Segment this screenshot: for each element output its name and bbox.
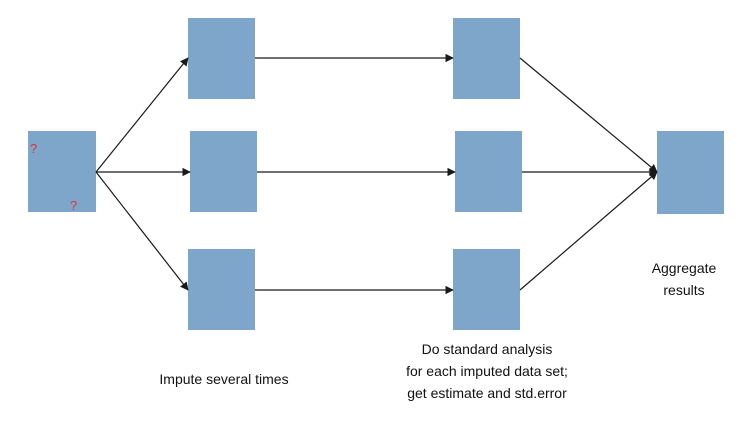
arrow-impute-1 bbox=[95, 57, 189, 173]
analysis-caption-line-2: for each imputed data set; bbox=[406, 363, 568, 379]
missing-value-mark-1: ? bbox=[30, 141, 37, 156]
aggregate-caption: Aggregate results bbox=[632, 257, 736, 301]
aggregate-caption-line-1: Aggregate bbox=[651, 260, 717, 276]
analysis-result-box-2 bbox=[455, 131, 522, 212]
arrow-aggregate-1 bbox=[519, 57, 658, 173]
analysis-caption-line-1: Do standard analysis bbox=[421, 341, 553, 357]
arrow-aggregate-3 bbox=[519, 171, 658, 291]
missing-value-mark-2: ? bbox=[70, 198, 77, 213]
incomplete-dataset-box bbox=[28, 131, 96, 212]
analysis-caption-line-3: get estimate and std.error bbox=[407, 385, 567, 401]
aggregate-caption-line-2: results bbox=[663, 282, 705, 298]
imputed-dataset-box-1 bbox=[188, 18, 255, 99]
arrow-impute-3 bbox=[95, 171, 189, 291]
imputed-dataset-box-3 bbox=[188, 249, 255, 330]
analysis-caption: Do standard analysis for each imputed da… bbox=[370, 338, 604, 404]
analysis-result-box-1 bbox=[453, 18, 520, 99]
analysis-result-box-3 bbox=[453, 249, 520, 330]
imputed-dataset-box-2 bbox=[190, 131, 257, 212]
aggregated-result-box bbox=[657, 131, 724, 214]
impute-caption-text: Impute several times bbox=[159, 371, 289, 387]
impute-caption: Impute several times bbox=[130, 368, 318, 390]
